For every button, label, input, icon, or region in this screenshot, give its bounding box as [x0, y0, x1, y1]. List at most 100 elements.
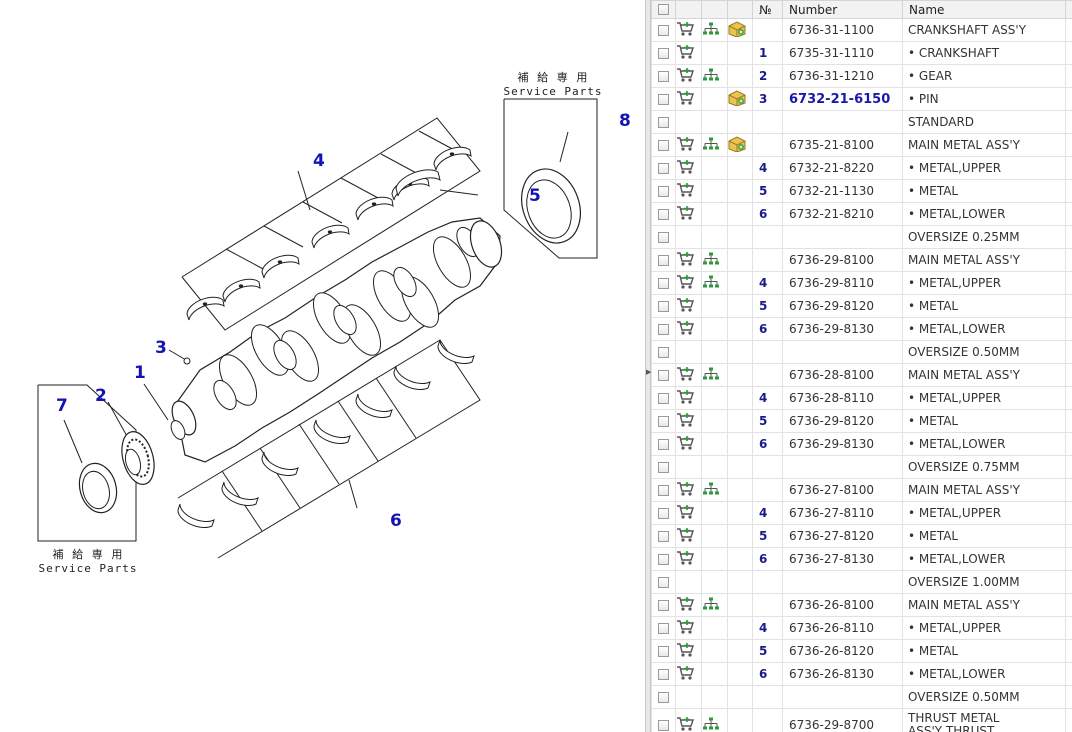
- hierarchy-icon[interactable]: [702, 22, 727, 39]
- row-select-cell[interactable]: [651, 110, 676, 134]
- tree-cell[interactable]: [701, 133, 728, 157]
- cart-cell[interactable]: [675, 409, 702, 433]
- part-number[interactable]: 6736-27-8130: [782, 547, 903, 571]
- row-select-cell[interactable]: [651, 156, 676, 180]
- cart-cell[interactable]: [675, 317, 702, 341]
- cart-cell[interactable]: [675, 179, 702, 203]
- part-number[interactable]: 6736-27-8100: [782, 478, 903, 502]
- row-checkbox[interactable]: [658, 162, 669, 174]
- cart-cell[interactable]: [675, 363, 702, 387]
- callout-5[interactable]: 5: [529, 186, 541, 206]
- row-checkbox[interactable]: [658, 70, 669, 82]
- panel-splitter[interactable]: ▶: [645, 0, 651, 732]
- row-select-cell[interactable]: [651, 570, 676, 594]
- part-number[interactable]: 6732-21-8210: [782, 202, 903, 226]
- row-select-cell[interactable]: [651, 409, 676, 433]
- callout-6[interactable]: 6: [390, 511, 402, 531]
- part-number[interactable]: 6736-31-1210: [782, 64, 903, 88]
- box-cell[interactable]: [727, 87, 753, 111]
- cart-icon[interactable]: [676, 716, 701, 732]
- cart-icon[interactable]: [676, 527, 701, 546]
- row-checkbox[interactable]: [658, 645, 669, 657]
- row-select-cell[interactable]: [651, 64, 676, 88]
- table-row[interactable]: OVERSIZE 0.50MM: [651, 340, 1072, 364]
- cart-cell[interactable]: [675, 294, 702, 318]
- row-select-cell[interactable]: [651, 179, 676, 203]
- hierarchy-icon[interactable]: [702, 137, 727, 154]
- cart-icon[interactable]: [676, 665, 701, 684]
- row-select-cell[interactable]: [651, 41, 676, 65]
- row-select-cell[interactable]: [651, 501, 676, 525]
- cart-cell[interactable]: [675, 87, 702, 111]
- cart-cell[interactable]: [675, 41, 702, 65]
- row-select-cell[interactable]: [651, 340, 676, 364]
- part-number[interactable]: 6736-26-8130: [782, 662, 903, 686]
- row-checkbox[interactable]: [658, 346, 669, 358]
- row-checkbox[interactable]: [658, 24, 669, 36]
- row-checkbox[interactable]: [658, 185, 669, 197]
- cart-icon[interactable]: [676, 619, 701, 638]
- cart-icon[interactable]: [676, 159, 701, 178]
- tree-cell[interactable]: [701, 248, 728, 272]
- package-icon[interactable]: [728, 20, 752, 40]
- cart-icon[interactable]: [676, 435, 701, 454]
- cart-cell[interactable]: [675, 248, 702, 272]
- row-checkbox[interactable]: [658, 576, 669, 588]
- row-select-cell[interactable]: [651, 616, 676, 640]
- cart-icon[interactable]: [676, 90, 701, 109]
- tree-cell[interactable]: [701, 478, 728, 502]
- row-checkbox[interactable]: [658, 231, 669, 243]
- table-row[interactable]: OVERSIZE 0.50MM: [651, 685, 1072, 709]
- part-number[interactable]: 6736-27-8110: [782, 501, 903, 525]
- row-checkbox[interactable]: [658, 438, 669, 450]
- part-number[interactable]: 6736-28-8110: [782, 386, 903, 410]
- package-icon[interactable]: [728, 89, 752, 109]
- row-select-cell[interactable]: [651, 478, 676, 502]
- cart-icon[interactable]: [676, 366, 701, 385]
- tree-cell[interactable]: [701, 363, 728, 387]
- part-number[interactable]: 6732-21-8220: [782, 156, 903, 180]
- part-number[interactable]: 6736-31-1100: [782, 18, 903, 42]
- cart-cell[interactable]: [675, 501, 702, 525]
- cart-cell[interactable]: [675, 593, 702, 617]
- part-number[interactable]: 6736-29-8100: [782, 248, 903, 272]
- row-checkbox[interactable]: [658, 415, 669, 427]
- cart-cell[interactable]: [675, 616, 702, 640]
- part-number[interactable]: 6736-26-8120: [782, 639, 903, 663]
- part-number[interactable]: 6736-26-8110: [782, 616, 903, 640]
- tree-cell[interactable]: [701, 593, 728, 617]
- tree-cell[interactable]: [701, 64, 728, 88]
- row-checkbox[interactable]: [658, 530, 669, 542]
- row-select-cell[interactable]: [651, 386, 676, 410]
- cart-cell[interactable]: [675, 432, 702, 456]
- cart-cell[interactable]: [675, 639, 702, 663]
- hierarchy-icon[interactable]: [702, 597, 727, 614]
- hierarchy-icon[interactable]: [702, 717, 727, 732]
- box-cell[interactable]: [727, 133, 753, 157]
- row-select-cell[interactable]: [651, 708, 676, 732]
- table-row[interactable]: OVERSIZE 0.75MM: [651, 455, 1072, 479]
- hierarchy-icon[interactable]: [702, 367, 727, 384]
- part-number[interactable]: 6732-21-6150: [782, 87, 903, 111]
- row-select-cell[interactable]: [651, 524, 676, 548]
- tree-cell[interactable]: [701, 18, 728, 42]
- row-checkbox[interactable]: [658, 254, 669, 266]
- select-all-header[interactable]: [651, 0, 676, 19]
- cart-cell[interactable]: [675, 156, 702, 180]
- part-number[interactable]: 6736-29-8130: [782, 317, 903, 341]
- part-number[interactable]: 6735-31-1110: [782, 41, 903, 65]
- cart-icon[interactable]: [676, 642, 701, 661]
